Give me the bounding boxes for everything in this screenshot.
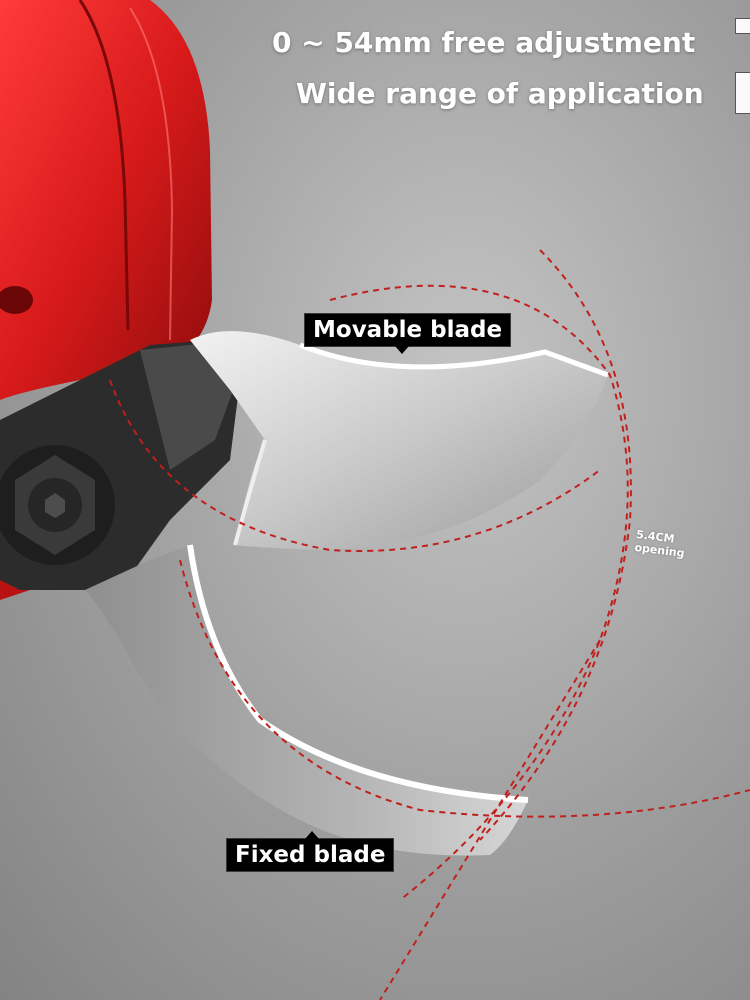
headline-line-2: Wide range of application [296,77,704,110]
pivot-assembly [0,340,240,590]
fixed-blade-label: Fixed blade [226,831,395,872]
fixed-blade [85,544,529,856]
edge-icon-tall [735,72,750,114]
edge-icon-small [735,18,750,34]
headline-line-1: 0 ~ 54mm free adjustment [272,26,696,59]
movable-blade-label: Movable blade [304,313,512,354]
movable-blade [190,331,609,550]
opening-guides [109,249,750,1000]
